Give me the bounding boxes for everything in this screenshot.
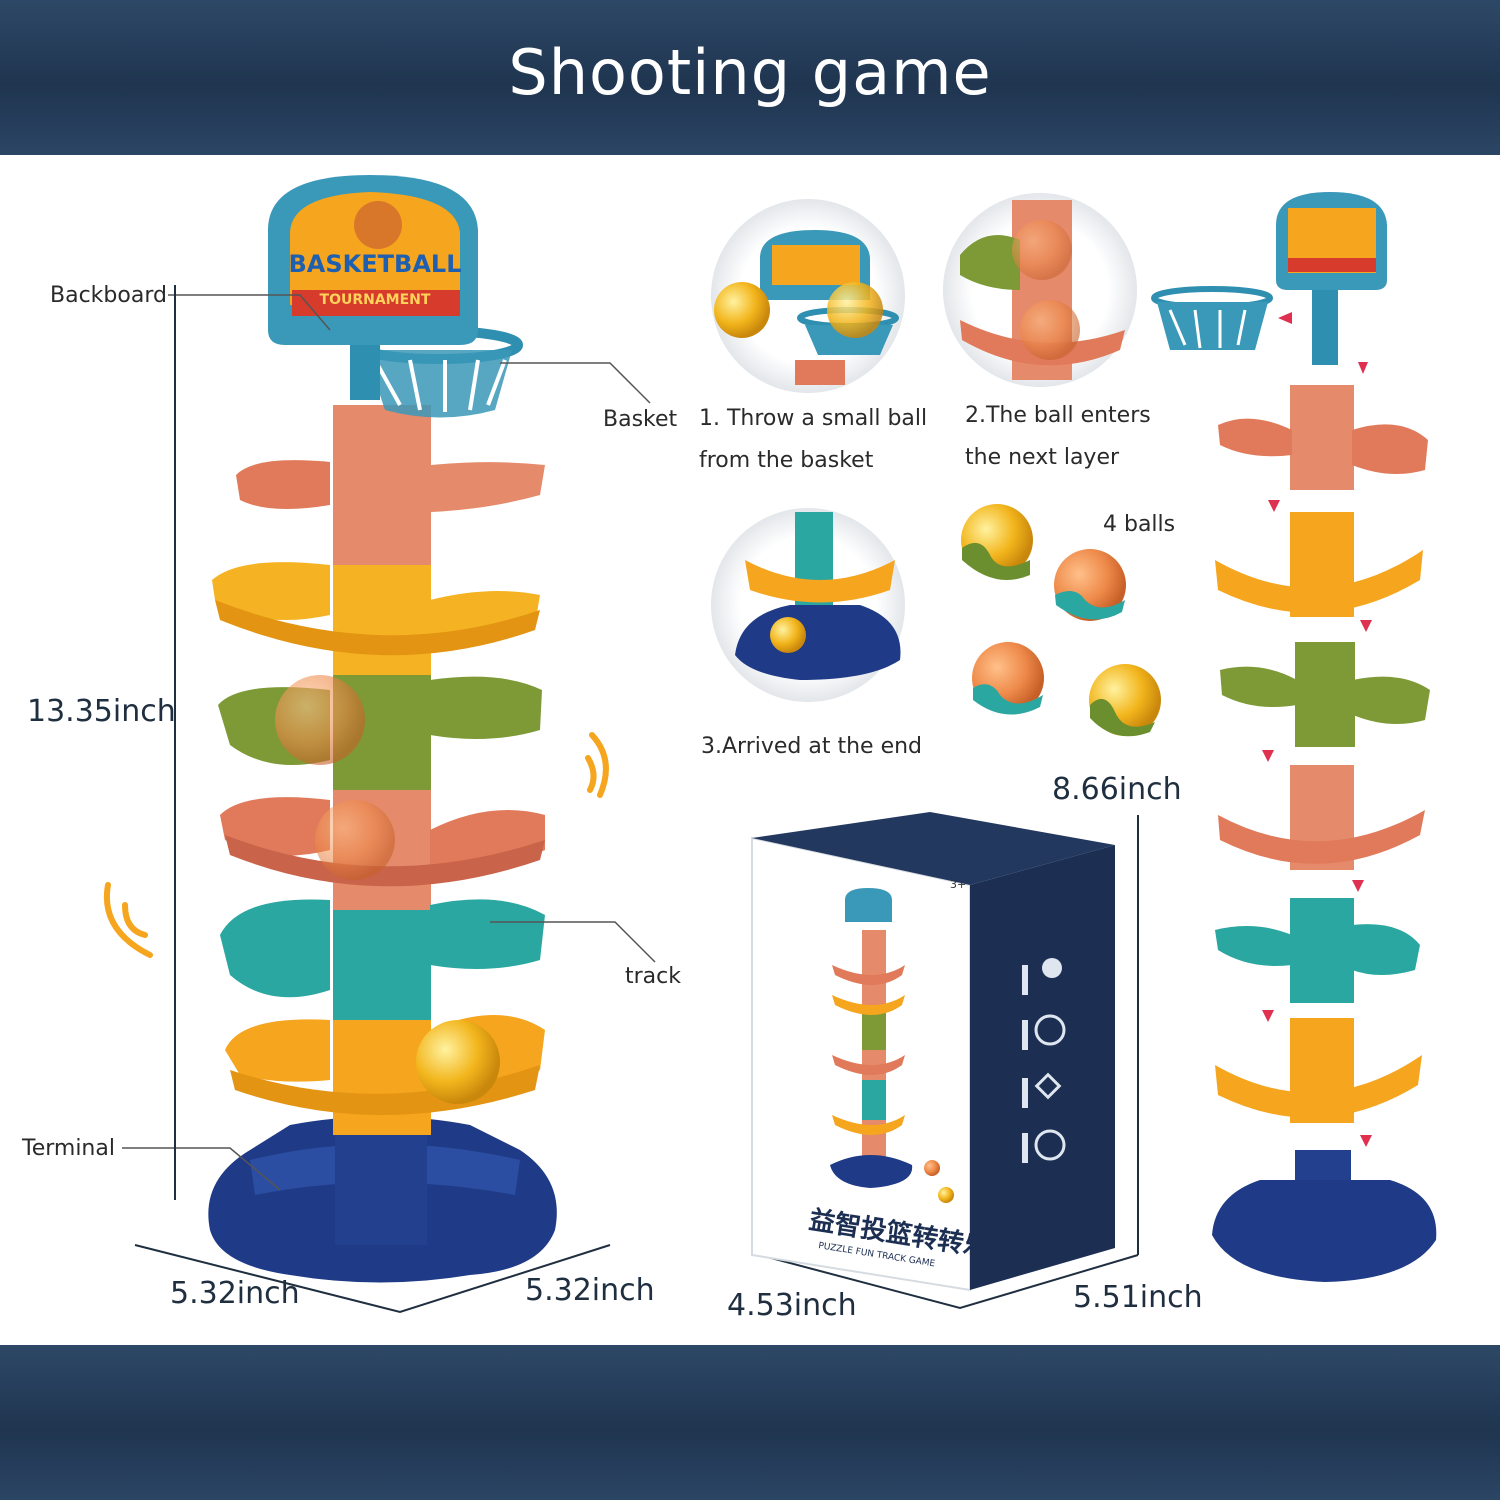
- motion-mark-left: [103, 882, 153, 958]
- track-salmon-top: [236, 460, 545, 513]
- box-width-label: 4.53inch: [727, 1288, 857, 1323]
- terminal-label: Terminal: [22, 1136, 115, 1161]
- product-box: [751, 812, 1115, 1292]
- box-age-label: 3+: [950, 878, 966, 891]
- step-1-line2: from the basket: [699, 448, 874, 473]
- step-1-text: 1. Throw a small ball from the basket: [699, 398, 927, 482]
- tower-height-label: 13.35inch: [27, 694, 176, 729]
- layer-salmon-1: [1218, 385, 1428, 490]
- step1-image: [711, 199, 905, 393]
- backboard: [268, 175, 478, 345]
- pole-navy: [335, 1125, 427, 1245]
- flow-arrows: [1262, 312, 1372, 1147]
- layer-navy-base: [1212, 1150, 1437, 1282]
- box-height-label: 8.66inch: [1052, 772, 1182, 807]
- layer-teal: [1215, 898, 1420, 1003]
- tower-width-right-label: 5.32inch: [525, 1273, 655, 1308]
- four-balls: [961, 504, 1161, 737]
- layer-green: [1220, 642, 1430, 747]
- ball-yellow: [416, 1020, 500, 1104]
- step-1-line1: 1. Throw a small ball: [699, 406, 928, 431]
- backboard-sign-line1: BASKETBALL: [289, 250, 462, 278]
- tower-illustration: BASKETBALL TOURNAMENT: [103, 175, 609, 1283]
- track-teal: [220, 899, 545, 998]
- layer-orange-2: [1215, 1018, 1422, 1123]
- basket-label: Basket: [603, 407, 678, 432]
- balls-count-label: 4 balls: [1103, 512, 1176, 537]
- track-orange-top: [212, 562, 540, 656]
- track-salmon-mid: [220, 797, 545, 887]
- backboard-sign-line2: TOURNAMENT: [320, 292, 431, 308]
- dimension-lines: [134, 285, 1139, 1314]
- backboard-label: Backboard: [50, 283, 167, 308]
- step2-image: [943, 193, 1137, 387]
- footer-band: [0, 1345, 1500, 1500]
- header-band: [0, 0, 1500, 155]
- box-depth-label: 5.51inch: [1073, 1280, 1203, 1315]
- step-2-line2: the next layer: [965, 445, 1120, 470]
- step-3-line1: 3.Arrived at the end: [701, 734, 923, 759]
- layer-orange-1: [1215, 512, 1423, 617]
- exploded-stack: [1151, 192, 1437, 1282]
- step-3-text: 3.Arrived at the end: [701, 726, 922, 768]
- step-2-text: 2.The ball enters the next layer: [965, 395, 1151, 479]
- ball-ghost-2: [315, 800, 395, 880]
- pole-orange-high: [333, 560, 431, 675]
- motion-mark-right: [589, 732, 609, 798]
- step-2-line1: 2.The ball enters: [965, 403, 1151, 428]
- pole-orange-low: [333, 1015, 431, 1135]
- page-title: Shooting game: [508, 36, 992, 109]
- ball-ghost: [275, 675, 365, 765]
- tower-width-left-label: 5.32inch: [170, 1276, 300, 1311]
- pole-teal: [333, 905, 431, 1020]
- layer-salmon-2: [1218, 765, 1425, 870]
- callout-lines: [122, 294, 656, 1191]
- track-label: track: [625, 964, 681, 989]
- step3-image: [711, 508, 905, 702]
